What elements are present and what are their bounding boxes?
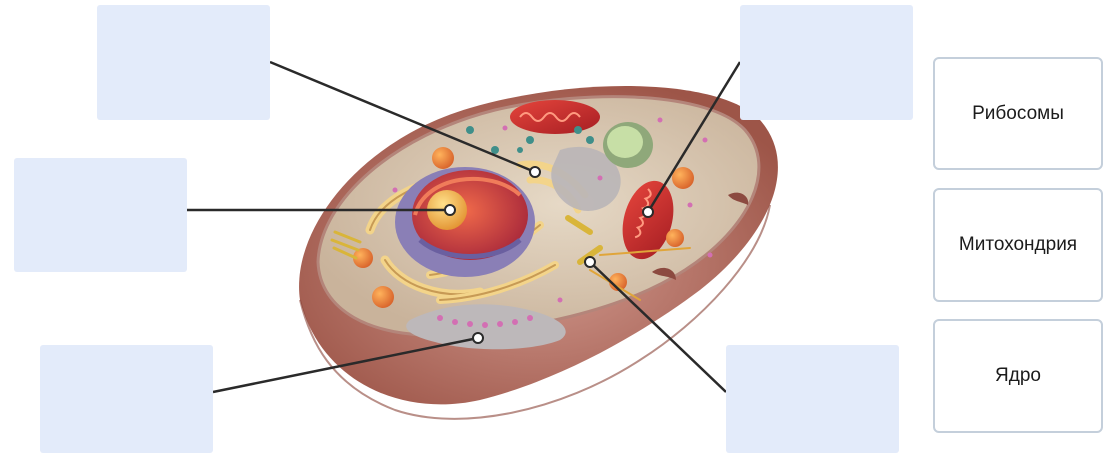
drop-zone-golgi-pointer[interactable] [97, 5, 270, 120]
drop-zone-nucleus-pointer[interactable] [14, 158, 187, 272]
mitochondrion-top [510, 100, 600, 134]
answer-card-mitochondrion[interactable]: Митохондрия [933, 188, 1103, 302]
vacuole [603, 122, 653, 168]
answer-card-label: Митохондрия [959, 234, 1077, 256]
answer-card-label: Рибосомы [972, 103, 1064, 125]
answer-card-nucleus[interactable]: Ядро [933, 319, 1103, 433]
drop-zone-mitochondrion-pointer[interactable] [740, 5, 913, 120]
answer-card-label: Ядро [995, 365, 1041, 387]
drop-zone-bottom-left[interactable] [40, 345, 213, 453]
answer-card-ribosomes[interactable]: Рибосомы [933, 57, 1103, 170]
drop-zone-bottom-right[interactable] [726, 345, 899, 453]
nucleus [395, 167, 535, 277]
